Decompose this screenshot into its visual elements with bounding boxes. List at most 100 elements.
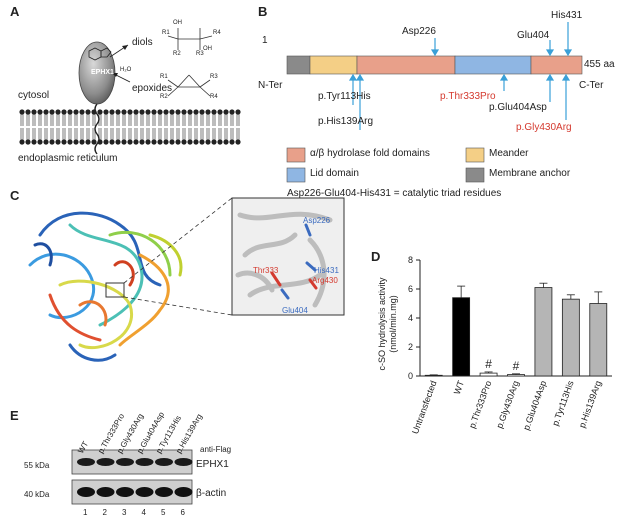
lipid-head	[61, 139, 67, 145]
blot-lane-number: 1	[83, 508, 88, 517]
blot-band-actin	[116, 487, 134, 497]
legend-lid: Lid domain	[310, 168, 359, 179]
lipid-head	[109, 139, 115, 145]
panel-a-membrane-diagram	[0, 0, 250, 180]
lipid-head	[181, 109, 187, 115]
top-arrows	[430, 22, 573, 57]
lipid-head	[43, 109, 49, 115]
r-group-oh: OH	[203, 46, 212, 52]
lipid-head	[205, 109, 211, 115]
lipid-head	[139, 139, 145, 145]
legend-swatch-meander	[465, 147, 485, 163]
chart-y-tick-label: 6	[408, 284, 413, 294]
lipid-head	[121, 139, 127, 145]
lipid-head	[145, 139, 151, 145]
lipid-head	[103, 139, 109, 145]
lipid-head	[193, 109, 199, 115]
lipid-head	[25, 109, 31, 115]
blot-band-ephx1	[155, 458, 173, 466]
lipid-head	[67, 109, 73, 115]
cytosol-label: cytosol	[18, 90, 50, 101]
gly430arg-label: p.Gly430Arg	[516, 122, 572, 133]
r-group-oh: OH	[173, 20, 182, 26]
seq-start-label: 1	[262, 35, 268, 46]
thr333pro-label: p.Thr333Pro	[440, 91, 496, 102]
lipid-head	[133, 139, 139, 145]
chart-x-tick-label: p.Thr333Pro	[467, 379, 494, 429]
panel-b-domain-map	[250, 0, 617, 240]
epoxides-label: epoxides	[132, 83, 173, 94]
lipid-head	[79, 139, 85, 145]
residue-glu404: Glu404	[282, 306, 308, 315]
lipid-head	[163, 109, 169, 115]
kda-marker-55: 55 kDa	[24, 461, 50, 470]
chart-bar	[561, 298, 580, 377]
lipid-head	[31, 139, 37, 145]
zoom-line-bottom	[123, 296, 233, 316]
lipid-head	[43, 139, 49, 145]
inset-ribbons	[235, 211, 333, 308]
legend-hydrolase: α/β hydrolase fold domains	[310, 148, 430, 159]
diol-structure	[167, 28, 213, 50]
lipid-head	[61, 109, 67, 115]
legend-anchor: Membrane anchor	[489, 168, 571, 179]
lipid-head	[85, 109, 91, 115]
lipid-head	[157, 109, 163, 115]
hydrolase-domain-2	[530, 55, 583, 75]
blot-lane-number: 3	[122, 508, 127, 517]
lipid-head	[187, 109, 193, 115]
lipid-head	[139, 109, 145, 115]
inset-residues	[270, 223, 318, 300]
membrane-anchor-domain	[286, 55, 311, 75]
lipid-head	[163, 139, 169, 145]
lipid-head	[127, 109, 133, 115]
blot-loading-label: β-actin	[196, 488, 227, 499]
lipid-head	[37, 139, 43, 145]
chart-x-tick-label: p.Gly430Arg	[494, 379, 521, 429]
blot-lane-number: 4	[141, 508, 146, 517]
legend-meander: Meander	[489, 148, 529, 159]
blot-protein-label: EPHX1	[196, 459, 229, 470]
blot-band-ephx1	[77, 458, 95, 466]
lipid-head	[229, 109, 235, 115]
legend-swatch-lid	[286, 167, 306, 183]
lipid-head	[217, 109, 223, 115]
lipid-head	[145, 109, 151, 115]
chart-bar	[589, 303, 608, 377]
chart-bar	[424, 374, 443, 377]
lipid-head	[67, 139, 73, 145]
tyr113his-label: p.Tyr113His	[318, 91, 371, 102]
water-label: H₂O	[120, 67, 132, 73]
lipid-head	[115, 109, 121, 115]
legend-swatch-anchor	[465, 167, 485, 183]
lipid-head	[169, 139, 175, 145]
chart-x-tick-label: Untransfected	[410, 379, 439, 435]
legend-swatch-hydrolase	[286, 147, 306, 163]
catalytic-triad-note: Asp226-Glu404-His431 = catalytic triad r…	[287, 188, 502, 199]
panel-e-blot	[0, 400, 370, 523]
lipid-head	[19, 139, 25, 145]
lipid-head	[235, 109, 241, 115]
chart-y-tick-label: 0	[408, 371, 413, 381]
blot-lane-number: 6	[180, 508, 185, 517]
lipid-head	[151, 109, 157, 115]
lipid-head	[175, 139, 181, 145]
lipid-head	[73, 139, 79, 145]
panel-label-b: B	[258, 4, 268, 19]
panel-label-e: E	[10, 408, 19, 423]
r-group: R1	[160, 74, 168, 80]
epoxide-structure	[167, 74, 211, 97]
zoom-line-top	[123, 197, 233, 284]
antibody-label: anti-Flag	[200, 445, 232, 454]
chart-y-tick-label: 4	[408, 313, 413, 323]
lipid-bilayer	[19, 109, 241, 145]
bottom-arrows	[348, 73, 571, 130]
r-group: R3	[210, 74, 218, 80]
membrane-schematic	[19, 28, 241, 155]
residue-thr333: Thr333	[253, 266, 279, 275]
residue-asp226: Asp226	[303, 216, 331, 225]
diols-label: diols	[132, 37, 153, 48]
lipid-head	[73, 109, 79, 115]
lipid-head	[217, 139, 223, 145]
lipid-head	[103, 109, 109, 115]
